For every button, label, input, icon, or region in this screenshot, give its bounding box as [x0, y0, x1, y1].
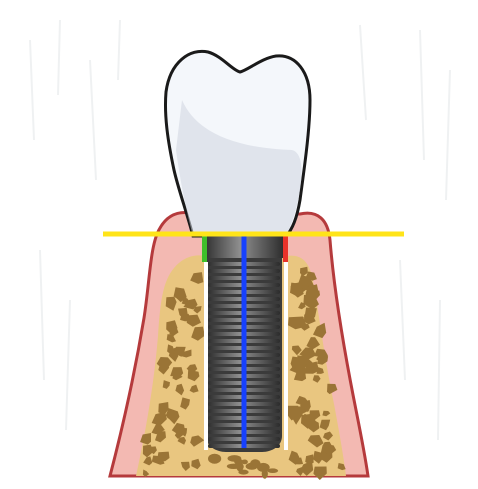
bone-spot	[236, 463, 243, 470]
red-marker	[283, 236, 288, 262]
green-marker	[202, 236, 207, 262]
bone-spot	[257, 463, 270, 472]
bone-spot	[242, 460, 248, 465]
bone-spot	[208, 454, 221, 464]
bone-spot	[313, 467, 326, 481]
bone-spot	[238, 470, 248, 475]
bone-spot	[228, 455, 242, 462]
